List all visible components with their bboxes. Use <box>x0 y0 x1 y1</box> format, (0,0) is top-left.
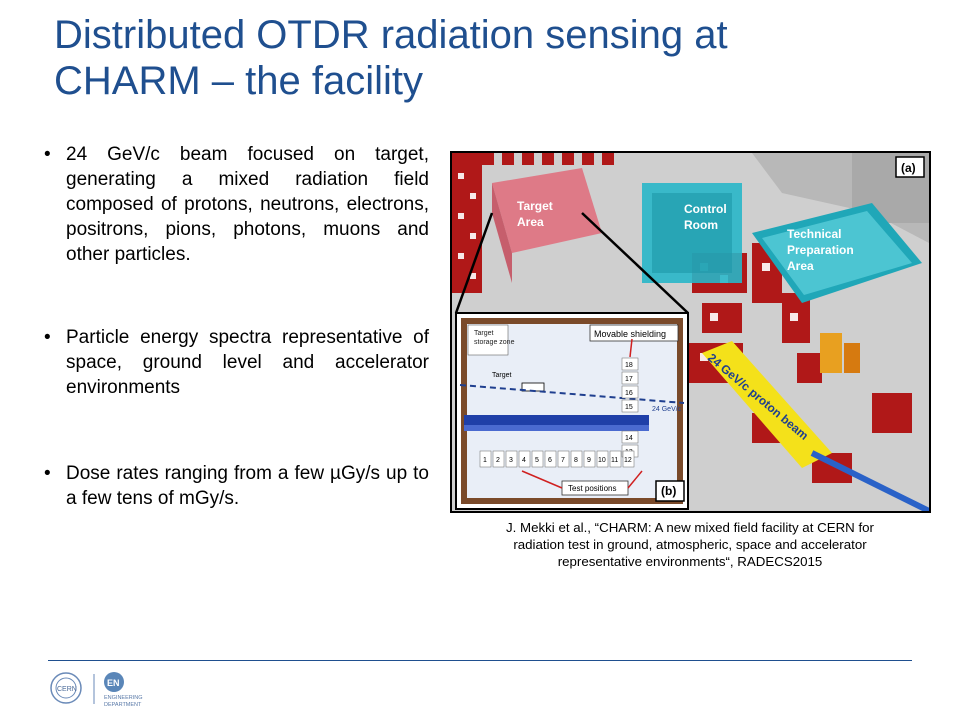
bullet-list: • 24 GeV/c beam focused on target, genera… <box>44 142 429 511</box>
caption-line2: radiation test in ground, atmospheric, s… <box>513 537 867 552</box>
inset-col-number: 18 <box>625 362 633 369</box>
bullet-text: 24 GeV/c beam focused on target, generat… <box>66 144 429 265</box>
inset-row-number: 5 <box>535 457 539 464</box>
inset-row-number: 12 <box>624 457 632 464</box>
svg-text:EN: EN <box>107 678 120 688</box>
bullet-dot-icon: • <box>44 463 51 484</box>
slide-title-line2: CHARM – the facility <box>54 59 423 103</box>
dept-line2: DEPARTMENT <box>104 702 142 708</box>
bullet-dot-icon: • <box>44 327 51 348</box>
inset-col-number: 17 <box>625 376 633 383</box>
inset-row-number: 11 <box>611 457 618 464</box>
inset-row-number: 2 <box>496 457 500 464</box>
inset-row-number: 6 <box>548 457 552 464</box>
facility-figure: Target Area Control Room Technical Prepa… <box>450 151 931 513</box>
inset-col-number: 14 <box>625 435 633 442</box>
inset-col-number: 15 <box>625 404 633 411</box>
inset-row-number: 1 <box>483 457 487 464</box>
inset-col-number: 16 <box>625 390 633 397</box>
caption-line3: representative environments“, RADECS2015 <box>557 554 823 569</box>
bullet-item: • 24 GeV/c beam focused on target, genera… <box>44 142 429 267</box>
label-tech-prep-2: Preparation <box>787 243 854 257</box>
bullet-item: • Dose rates ranging from a few µGy/s up … <box>44 461 429 511</box>
facility-illustration: Target Area Control Room Technical Prepa… <box>452 153 929 511</box>
inset-row-number: 3 <box>509 457 513 464</box>
caption-line1: J. Mekki et al., “CHARM: A new mixed fie… <box>506 520 874 535</box>
bullet-text: Particle energy spectra representative o… <box>66 327 429 398</box>
dept-line1: ENGINEERING <box>104 695 143 701</box>
panel-b-tag: (b) <box>661 484 676 498</box>
inset-target: Target <box>492 372 512 379</box>
cern-logo-icon: CERN <box>50 672 82 704</box>
footer-divider <box>48 660 912 661</box>
slide-title: Distributed OTDR radiation sensing at CH… <box>54 12 914 104</box>
bullet-text: Dose rates ranging from a few µGy/s up t… <box>66 463 429 509</box>
inset-target-storage-2: storage zone <box>474 339 515 346</box>
inset-panel-b: Target storage zone Movable shielding Ta… <box>455 312 689 510</box>
inset-row-number: 9 <box>587 457 591 464</box>
label-tech-prep-3: Area <box>787 259 814 273</box>
slide-title-line1: Distributed OTDR radiation sensing at <box>54 13 728 57</box>
bullet-dot-icon: • <box>44 144 51 165</box>
bullet-item: • Particle energy spectra representative … <box>44 325 429 400</box>
svg-text:CERN: CERN <box>57 686 77 693</box>
footer-logos: CERN EN ENGINEERING DEPARTMENT <box>48 668 168 708</box>
label-control-room-2: Room <box>684 218 718 232</box>
label-control-room-1: Control <box>684 202 727 216</box>
panel-a-tag: (a) <box>901 161 916 175</box>
inset-target-storage-1: Target <box>474 330 494 337</box>
inset-row-number: 4 <box>522 457 526 464</box>
en-logo-icon: EN <box>104 672 124 692</box>
inset-movable-shielding: Movable shielding <box>594 329 666 339</box>
label-tech-prep-1: Technical <box>787 227 841 241</box>
label-target-area-2: Area <box>517 215 544 229</box>
figure-caption: J. Mekki et al., “CHARM: A new mixed fie… <box>440 519 940 570</box>
inset-test-positions: Test positions <box>568 484 616 493</box>
inset-beam-label: 24 GeV/c <box>652 406 682 413</box>
inset-row-number: 7 <box>561 457 565 464</box>
label-target-area-1: Target <box>517 199 553 213</box>
inset-row-number: 8 <box>574 457 578 464</box>
inset-row-number: 10 <box>598 457 606 464</box>
